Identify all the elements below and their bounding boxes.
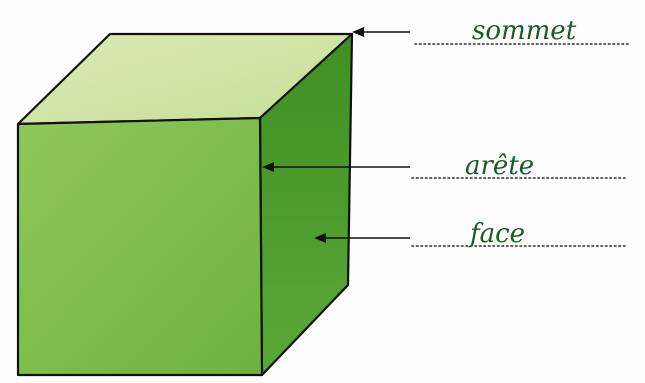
face-label: face [468, 219, 525, 249]
cube-front-face [16, 116, 264, 377]
edge-pointer [262, 162, 410, 172]
edge-label: arête [465, 151, 534, 181]
vertex-label: sommet [472, 16, 577, 46]
face-pointer [314, 233, 410, 243]
vertex-pointer [352, 27, 410, 37]
